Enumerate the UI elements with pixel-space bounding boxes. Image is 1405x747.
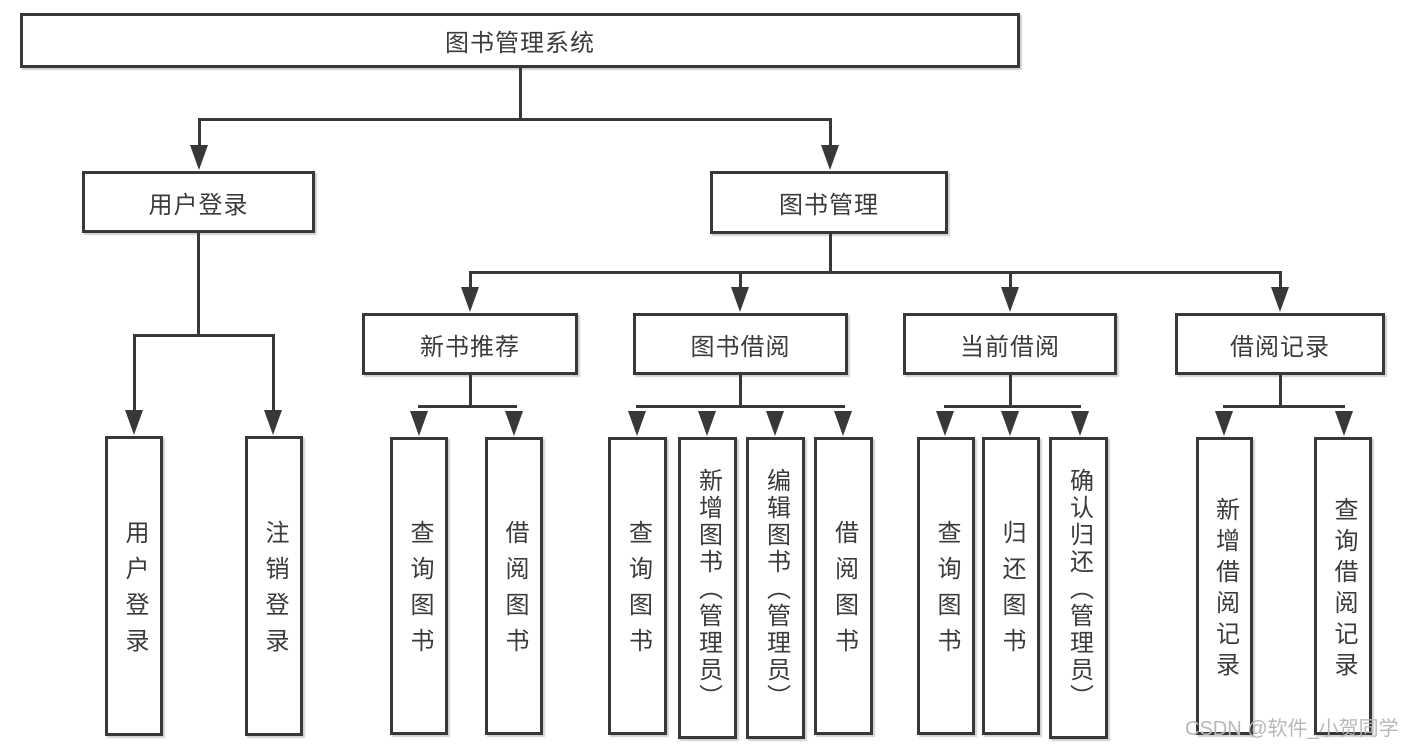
line-segment — [636, 405, 845, 408]
arrowhead-down-icon — [1271, 287, 1289, 312]
leaf-user-login-label: 用户登录 — [121, 520, 148, 664]
node-book-management: 图书管理 — [710, 171, 948, 234]
line-segment — [198, 118, 832, 121]
line-segment — [198, 118, 201, 150]
arrowhead-down-icon — [505, 411, 523, 436]
leaf-recommend-query-book-label: 查询图书 — [406, 520, 433, 664]
node-new-book-recommend-label: 新书推荐 — [420, 333, 520, 361]
arrowhead-down-icon — [1215, 411, 1233, 436]
node-book-borrow-label: 图书借阅 — [690, 333, 791, 361]
arrowhead-down-icon — [628, 411, 646, 436]
line-segment — [133, 334, 275, 337]
arrowhead-down-icon — [834, 411, 852, 436]
node-borrow-record: 借阅记录 — [1175, 313, 1385, 375]
arrowhead-down-icon — [1335, 411, 1353, 436]
leaf-borrow-query-book: 查询图书 — [608, 437, 667, 735]
arrowhead-down-icon — [125, 410, 143, 435]
leaf-confirm-return-admin-label: 确认归还（管理员） — [1065, 468, 1093, 711]
node-current-borrow: 当前借阅 — [903, 313, 1117, 375]
arrowhead-down-icon — [1001, 411, 1019, 436]
node-new-book-recommend: 新书推荐 — [362, 313, 578, 375]
leaf-logout-label: 注销登录 — [261, 520, 288, 664]
arrowhead-down-icon — [264, 410, 282, 435]
leaf-add-book-admin-label: 新增图书（管理员） — [694, 468, 722, 711]
leaf-borrow-book-label: 借阅图书 — [830, 520, 858, 664]
node-book-borrow: 图书借阅 — [633, 313, 848, 375]
csdn-watermark: CSDN @软件_小贺同学 — [1185, 718, 1399, 740]
arrowhead-down-icon — [1001, 287, 1019, 312]
node-root-label: 图书管理系统 — [445, 30, 595, 57]
line-segment — [1223, 405, 1345, 408]
leaf-query-borrow-record: 查询借阅记录 — [1314, 437, 1372, 735]
leaf-add-borrow-record: 新增借阅记录 — [1196, 437, 1253, 735]
leaf-query-borrow-record-label: 查询借阅记录 — [1330, 496, 1357, 683]
arrowhead-down-icon — [766, 411, 784, 436]
leaf-borrow-book: 借阅图书 — [814, 437, 873, 735]
arrowhead-down-icon — [461, 287, 479, 312]
leaf-user-login: 用户登录 — [105, 436, 163, 736]
line-segment — [133, 334, 136, 412]
line-segment — [469, 375, 472, 408]
arrowhead-down-icon — [731, 287, 749, 312]
leaf-confirm-return-admin: 确认归还（管理员） — [1049, 437, 1108, 739]
line-segment — [739, 375, 742, 408]
line-segment — [272, 334, 275, 412]
line-segment — [1279, 271, 1282, 291]
line-segment — [418, 405, 517, 408]
arrowhead-down-icon — [936, 411, 954, 436]
leaf-borrow-query-book-label: 查询图书 — [624, 520, 652, 664]
line-segment — [1009, 375, 1012, 408]
line-segment — [1279, 375, 1282, 408]
line-segment — [829, 234, 832, 274]
leaf-add-borrow-record-label: 新增借阅记录 — [1211, 496, 1239, 683]
leaf-recommend-borrow-book: 借阅图书 — [485, 437, 543, 735]
node-current-borrow-label: 当前借阅 — [960, 333, 1060, 361]
leaf-edit-book-admin: 编辑图书（管理员） — [746, 437, 805, 739]
line-segment — [829, 118, 832, 150]
line-segment — [739, 271, 742, 291]
line-segment — [1009, 271, 1012, 291]
leaf-edit-book-admin-label: 编辑图书（管理员） — [762, 468, 790, 711]
node-user-login: 用户登录 — [82, 171, 315, 233]
line-segment — [469, 271, 1282, 274]
leaf-recommend-borrow-book-label: 借阅图书 — [501, 520, 528, 664]
leaf-current-query-book: 查询图书 — [917, 437, 975, 735]
node-borrow-record-label: 借阅记录 — [1230, 333, 1330, 361]
leaf-add-book-admin: 新增图书（管理员） — [678, 437, 737, 739]
arrowhead-down-icon — [190, 145, 208, 170]
node-root: 图书管理系统 — [20, 13, 1020, 68]
line-segment — [944, 405, 1081, 408]
line-segment — [197, 233, 200, 337]
arrowhead-down-icon — [698, 411, 716, 436]
node-book-management-label: 图书管理 — [779, 192, 879, 219]
arrowhead-down-icon — [1071, 411, 1089, 436]
leaf-current-query-book-label: 查询图书 — [933, 520, 960, 664]
leaf-logout: 注销登录 — [245, 436, 303, 736]
arrowhead-down-icon — [821, 145, 839, 170]
leaf-recommend-query-book: 查询图书 — [390, 437, 448, 735]
line-segment — [469, 271, 472, 291]
arrowhead-down-icon — [410, 411, 428, 436]
leaf-return-book: 归还图书 — [982, 437, 1040, 735]
node-user-login-label: 用户登录 — [148, 191, 249, 219]
leaf-return-book-label: 归还图书 — [998, 520, 1025, 664]
line-segment — [519, 68, 522, 120]
